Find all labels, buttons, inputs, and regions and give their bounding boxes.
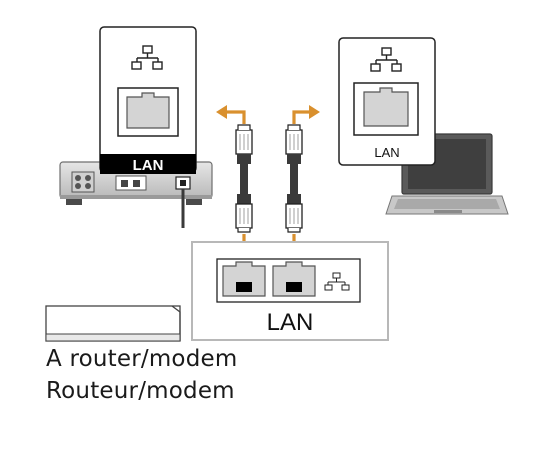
rj45-plug-icon <box>285 194 303 233</box>
network-icon <box>131 45 163 70</box>
router-icon <box>45 305 181 342</box>
router-lan-label: LAN <box>267 309 314 336</box>
device-lan-label: LAN <box>133 157 164 174</box>
left-cable <box>235 124 253 233</box>
arrow-icon <box>309 105 320 119</box>
arrow-icon <box>292 110 310 124</box>
arrow-icon <box>216 105 227 119</box>
arrow-icon <box>226 110 246 124</box>
ethernet-port-icon <box>272 261 316 297</box>
ethernet-port-icon <box>117 87 179 137</box>
rj45-plug-icon <box>285 124 303 164</box>
right-cable <box>285 124 303 233</box>
ethernet-port-icon <box>353 82 419 136</box>
network-icon <box>324 272 350 291</box>
rj45-plug-icon <box>235 194 253 233</box>
rj45-plug-icon <box>235 124 253 164</box>
router-caption-line-1: A router/modem <box>46 346 238 372</box>
computer-lan-label: LAN <box>374 145 399 160</box>
ethernet-port-icon <box>222 261 266 297</box>
network-icon <box>370 47 402 72</box>
router-caption-line-2: Routeur/modem <box>46 378 235 404</box>
